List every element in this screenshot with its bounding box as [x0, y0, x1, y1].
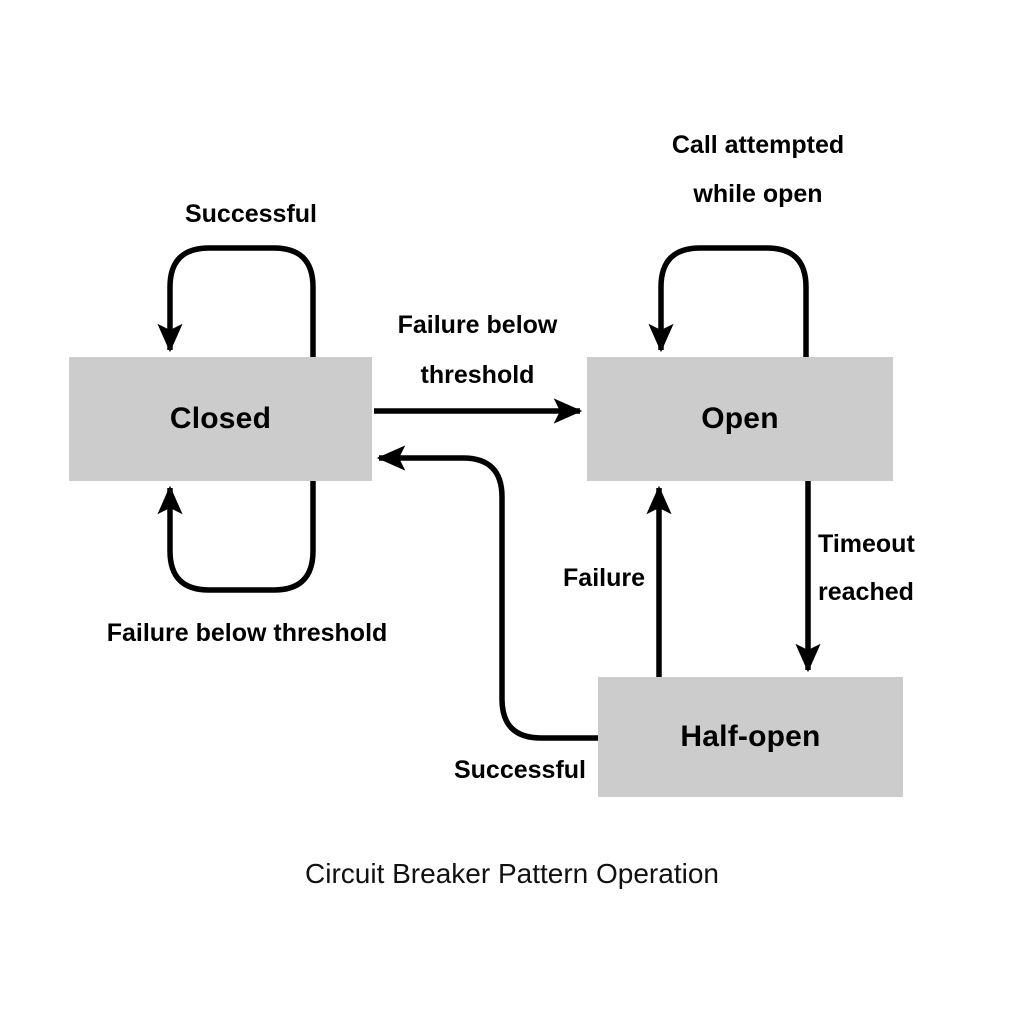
- edge-label-closed-to-open-line2: threshold: [420, 361, 535, 389]
- state-closed-label: Closed: [169, 402, 272, 435]
- diagram-caption: Circuit Breaker Pattern Operation: [305, 858, 719, 889]
- edge-label-closed-to-open-line1: Failure below: [397, 311, 558, 339]
- state-half-open[interactable]: Half-open: [598, 677, 903, 797]
- state-open[interactable]: Open: [587, 357, 893, 481]
- state-open-label: Open: [701, 402, 779, 435]
- edge-half-open-to-closed: [376, 445, 598, 741]
- edge-label-successful-return: Successful: [453, 756, 586, 784]
- state-closed[interactable]: Closed: [69, 357, 372, 481]
- edge-label-timeout-line1: Timeout: [818, 530, 915, 558]
- edge-label-failure: Failure: [563, 564, 645, 592]
- edge-closed-self-bottom: [157, 481, 316, 593]
- edge-open-self-top: [648, 245, 809, 357]
- edge-label-open-self-line1: Call attempted: [671, 131, 845, 159]
- edge-label-open-self-line2: while open: [693, 180, 823, 208]
- edge-label-closed-self-top: Successful: [184, 200, 317, 228]
- edge-label-timeout-line2: reached: [818, 578, 914, 606]
- state-half-open-label: Half-open: [680, 720, 821, 753]
- edge-closed-self-top: [157, 245, 316, 357]
- edge-label-closed-self-bottom: Failure below threshold: [106, 619, 388, 647]
